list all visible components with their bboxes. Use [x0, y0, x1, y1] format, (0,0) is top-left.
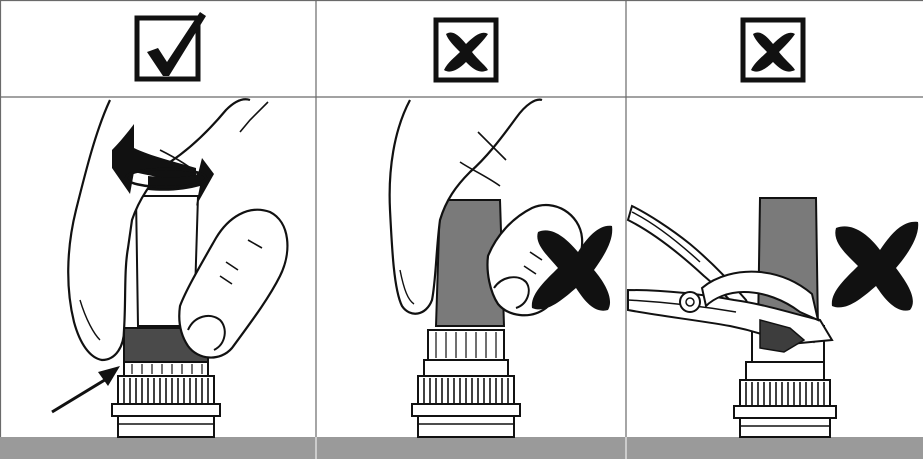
connector-base	[111, 375, 221, 438]
connector-base	[411, 375, 521, 438]
checkbox-cross-icon	[433, 17, 499, 83]
connector-sleeve	[434, 199, 506, 327]
checkbox-check-icon	[134, 12, 206, 82]
hand	[388, 98, 543, 315]
panel-correct	[51, 98, 289, 438]
checkbox-cross-icon	[740, 17, 806, 83]
panel-wrong-grip	[388, 98, 613, 438]
rotate-arrows-icon	[112, 124, 214, 206]
cross-mark-icon	[531, 225, 613, 311]
cross-mark-icon	[831, 221, 919, 311]
panel-wrong-tool	[626, 197, 919, 438]
footer-bar	[0, 437, 923, 459]
pliers	[626, 204, 834, 353]
connector-base	[733, 379, 837, 438]
pointer-arrow-icon	[51, 366, 120, 414]
